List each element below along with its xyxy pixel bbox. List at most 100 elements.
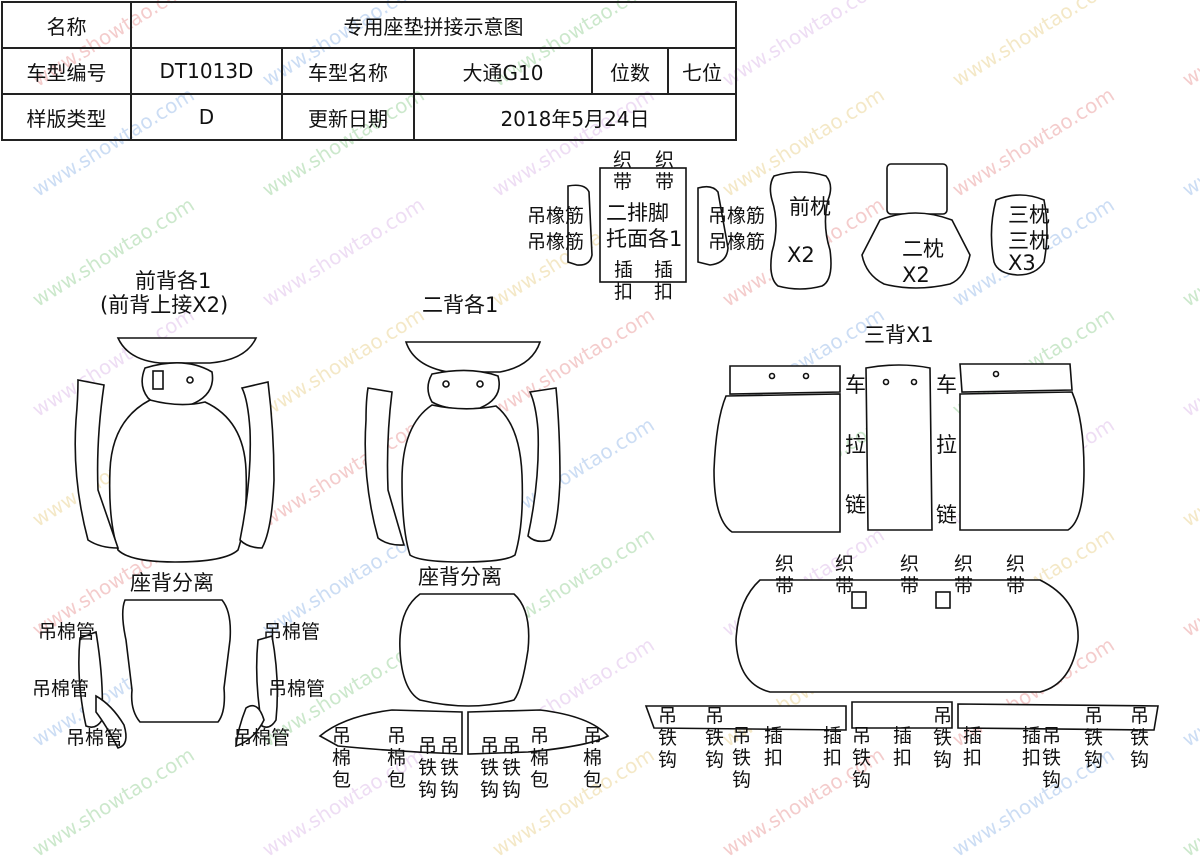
third-bottom-left	[644, 705, 847, 731]
cotton-tube-label: 吊棉管	[66, 727, 123, 749]
second-back-group: 二背各1 座背分离 吊棉包 吊棉包 吊棉包 吊棉包 吊铁钩 吊铁钩 吊铁钩 吊铁…	[318, 293, 610, 800]
front-pillow-count: X2	[787, 243, 815, 267]
third-pillow-count: X3	[1008, 251, 1036, 275]
cotton-tube-label: 吊棉管	[233, 727, 290, 749]
hook-clip-label: 插扣	[893, 725, 912, 769]
third-bottom-right	[957, 703, 1159, 731]
model-name-label: 车型名称	[281, 47, 415, 95]
foot-left-strip	[567, 184, 593, 266]
front-left-tube-2	[95, 694, 127, 749]
third-hole	[992, 370, 1000, 378]
hook-clip-label: 插扣	[654, 259, 673, 303]
front-slot	[152, 370, 164, 390]
hook-clip-label: 插扣	[764, 725, 783, 769]
webbing-label: 织带	[775, 553, 794, 597]
pattern-diagram: 织带 织带 吊橡筋 吊橡筋 吊橡筋 吊橡筋 二排脚 托面各1 插扣 插扣 前枕 …	[32, 149, 1159, 800]
front-hole	[186, 376, 194, 384]
front-pillow	[769, 171, 832, 290]
webbing-label: 织带	[613, 149, 632, 193]
second-pillow-count: X2	[902, 263, 930, 287]
pattern-type-label: 样版类型	[1, 93, 132, 141]
second-pillow	[861, 212, 971, 289]
update-date-label: 更新日期	[281, 93, 415, 141]
zipper-label: 车	[936, 373, 957, 397]
rubber-band-label: 吊橡筋	[527, 205, 584, 227]
front-pillow-label: 前枕	[789, 195, 831, 219]
iron-hook-label: 吊铁钩	[1042, 725, 1061, 791]
webbing-label: 织带	[954, 553, 973, 597]
webbing-label: 织带	[1006, 553, 1025, 597]
zipper-label: 拉	[936, 433, 957, 457]
front-back-subtitle: (前背上接X2)	[100, 293, 228, 317]
second-back-title: 二背各1	[422, 293, 498, 317]
seats-label: 位数	[591, 47, 669, 95]
info-table: 名称 专用座垫拼接示意图 车型编号 DT1013D 车型名称 大通G10 位数 …	[1, 1, 737, 141]
rubber-band-label: 吊橡筋	[527, 231, 584, 253]
third-back-title: 三背X1	[864, 323, 934, 347]
cotton-tube-label: 吊棉管	[32, 678, 89, 700]
third-right-top	[959, 363, 1073, 393]
model-name-value: 大通G10	[413, 47, 593, 95]
iron-hook-label: 吊铁钩	[502, 735, 521, 800]
second-left-side	[364, 387, 406, 546]
pillows-group: 前枕 X2 二枕 X2 三枕 三枕 X3	[769, 163, 1050, 290]
third-seat	[735, 579, 1079, 693]
model-code-label: 车型编号	[1, 47, 132, 95]
cotton-tube-label: 吊棉管	[263, 621, 320, 643]
iron-hook-label: 吊铁钩	[933, 705, 952, 771]
foot-right-strip	[697, 185, 729, 266]
second-hole	[442, 380, 450, 388]
third-seat-tab	[851, 591, 867, 609]
third-pillow	[990, 194, 1048, 276]
pattern-type-value: D	[130, 93, 283, 141]
foot-center-panel	[599, 167, 687, 283]
hook-clip-label: 插扣	[963, 725, 982, 769]
second-row-foot-group: 织带 织带 吊橡筋 吊橡筋 吊橡筋 吊橡筋 二排脚 托面各1 插扣 插扣	[527, 149, 765, 303]
hook-clip-label: 插扣	[1022, 725, 1041, 769]
diagram-title: 专用座垫拼接示意图	[130, 1, 737, 49]
webbing-label: 织带	[835, 553, 854, 597]
zipper-label: 车	[845, 373, 866, 397]
webbing-label: 织带	[655, 149, 674, 193]
hook-clip-label: 插扣	[614, 259, 633, 303]
second-back-main	[401, 404, 524, 563]
front-left-side	[74, 379, 120, 549]
name-label: 名称	[1, 1, 132, 49]
cotton-wrap-label: 吊棉包	[387, 725, 406, 791]
cotton-tube-label: 吊棉管	[268, 678, 325, 700]
second-top-panel	[427, 369, 500, 410]
cotton-wrap-label: 吊棉包	[530, 725, 549, 791]
second-cushion-right	[467, 709, 610, 755]
zipper-label: 拉	[845, 433, 866, 457]
cotton-wrap-label: 吊棉包	[332, 725, 351, 791]
seats-value: 七位	[667, 47, 737, 95]
second-headrest-panel	[404, 341, 542, 373]
front-headrest-panel	[116, 337, 258, 364]
front-back-main	[108, 399, 248, 563]
third-left-top	[729, 365, 841, 395]
iron-hook-label: 吊铁钩	[732, 725, 751, 791]
second-foot-label-1: 二排脚	[606, 201, 669, 225]
hook-clip-label: 插扣	[823, 725, 842, 769]
front-back-group: 前背各1 (前背上接X2) 座背分离 吊棉管 吊棉管 吊棉管 吊棉管 吊棉管 吊…	[32, 269, 325, 749]
third-pillow-label-2: 三枕	[1008, 229, 1050, 253]
iron-hook-label: 吊铁钩	[658, 705, 677, 771]
second-hole	[476, 380, 484, 388]
third-center-main	[865, 364, 933, 531]
zipper-label: 链	[845, 493, 866, 517]
rubber-band-label: 吊橡筋	[708, 231, 765, 253]
iron-hook-label: 吊铁钩	[418, 735, 437, 800]
front-seat-back	[121, 599, 232, 723]
second-right-side	[527, 387, 561, 543]
second-cushion-left	[318, 709, 463, 755]
third-pillow-label: 三枕	[1008, 203, 1050, 227]
update-date-value: 2018年5月24日	[413, 93, 737, 141]
iron-hook-label: 吊铁钩	[705, 705, 724, 771]
zipper-label: 链	[936, 503, 957, 527]
front-separate-label: 座背分离	[130, 571, 214, 595]
second-pillow-label: 二枕	[902, 237, 944, 261]
third-hole	[768, 372, 776, 380]
front-right-tube-2	[235, 704, 265, 748]
second-seat-back	[399, 593, 530, 707]
rubber-band-label: 吊橡筋	[708, 205, 765, 227]
